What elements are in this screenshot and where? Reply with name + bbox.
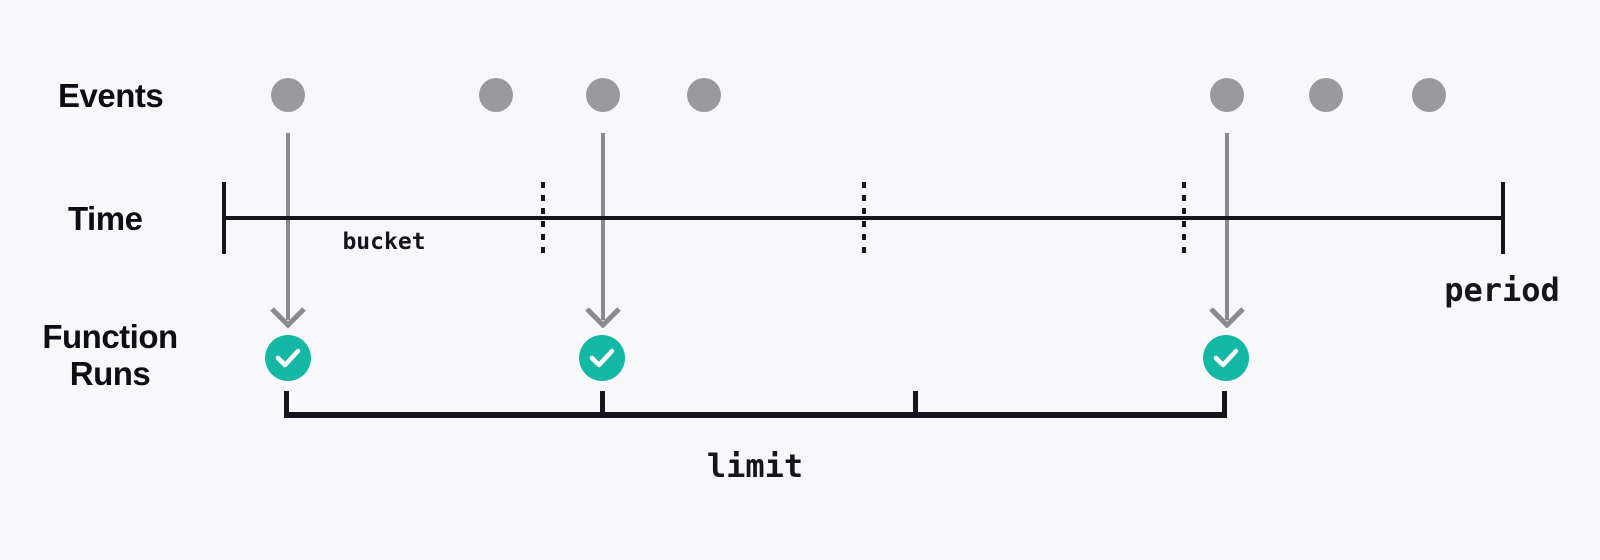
function-runs-row-label: Function Runs — [42, 318, 178, 393]
bucket-divider-dashed-line — [541, 182, 545, 254]
event-to-run-arrow — [584, 133, 622, 328]
event-dot — [271, 78, 305, 112]
limit-annotation-label: limit — [706, 447, 804, 485]
limit-bracket-tick — [913, 391, 918, 418]
checkmark-icon — [275, 348, 301, 368]
limit-bracket-bar — [284, 412, 1227, 418]
event-dot — [1412, 78, 1446, 112]
bucket-divider-dashed-line — [862, 182, 866, 254]
arrow-shaft — [1225, 133, 1229, 320]
checkmark-icon — [1213, 348, 1239, 368]
bucket-annotation-label: bucket — [342, 229, 426, 255]
limit-bracket-tick — [284, 391, 289, 418]
arrow-head-chevron-icon — [585, 307, 621, 328]
event-to-run-arrow — [269, 133, 307, 328]
function-run-success-badge — [265, 335, 311, 381]
event-to-run-arrow — [1208, 133, 1246, 328]
arrow-shaft — [601, 133, 605, 320]
arrow-head-chevron-icon — [270, 307, 306, 328]
event-dot — [1210, 78, 1244, 112]
events-row-label: Events — [58, 77, 164, 114]
event-dot — [1309, 78, 1343, 112]
bucket-divider-dashed-line — [1182, 182, 1186, 254]
arrow-shaft — [286, 133, 290, 320]
arrow-head-chevron-icon — [1209, 307, 1245, 328]
timeline-end-cap — [222, 182, 226, 254]
event-dot — [687, 78, 721, 112]
function-run-success-badge — [1203, 335, 1249, 381]
event-dot — [479, 78, 513, 112]
time-row-label: Time — [68, 200, 143, 237]
limit-bracket-tick — [1222, 391, 1227, 418]
checkmark-icon — [589, 348, 615, 368]
event-dot — [586, 78, 620, 112]
function-run-success-badge — [579, 335, 625, 381]
period-annotation-label: period — [1444, 271, 1560, 309]
timeline-end-cap — [1501, 182, 1505, 254]
limit-bracket-tick — [600, 391, 605, 418]
